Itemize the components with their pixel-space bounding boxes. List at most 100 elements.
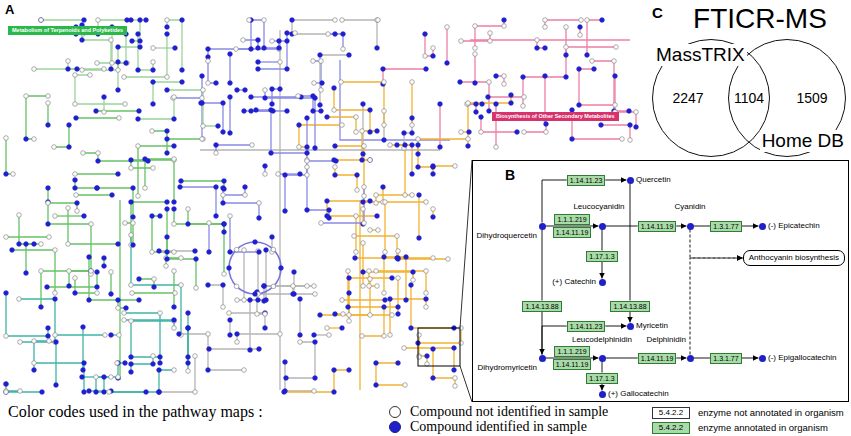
compound-dot (564, 75, 569, 80)
compound-dot (620, 137, 625, 142)
compound-dot (332, 390, 337, 395)
compound-dot (80, 68, 85, 73)
compound-dot (130, 39, 135, 44)
compound-dot (410, 123, 415, 128)
compound-dot (73, 276, 78, 281)
compound-dot (431, 54, 436, 59)
compound-dot (592, 67, 597, 72)
compound-dot (417, 354, 422, 359)
compound-name: (-) Epigallocatechin (768, 353, 836, 362)
compound-dot (291, 284, 296, 289)
compound-dot (180, 80, 185, 85)
metabolic-line (404, 348, 454, 370)
compound-dot (453, 164, 458, 169)
compound-dot (193, 354, 198, 359)
reaction-arrow (606, 226, 638, 227)
compound-dot (173, 291, 178, 296)
compound-dot (396, 256, 401, 261)
compound-dot (227, 266, 232, 271)
compound-dot (263, 311, 268, 316)
compound-dot (66, 59, 71, 64)
compound-dot (254, 108, 259, 113)
compound-dot (318, 53, 323, 58)
compound-dot (473, 24, 478, 29)
compound-dot (283, 360, 288, 365)
compound-dot (214, 185, 219, 190)
compound-dot (193, 249, 198, 254)
metabolic-line (418, 195, 419, 238)
compound-dot (53, 340, 58, 345)
compound-dot (110, 193, 115, 198)
compound-dot (431, 256, 436, 261)
compound-dot (312, 81, 317, 86)
legend-text: Compound identified in sample (410, 419, 587, 434)
metabolic-line (208, 61, 216, 83)
compound-dot (403, 383, 408, 388)
compound-dot (374, 201, 379, 206)
compound-dot (151, 80, 156, 85)
compound-dot (256, 38, 261, 43)
compound-dot (279, 266, 284, 271)
compound-dot (473, 81, 478, 86)
metabolic-line (383, 69, 426, 84)
compound-name: Dihydromyricetin (477, 363, 537, 372)
compound-dot (131, 186, 136, 191)
compound-dot (46, 326, 51, 331)
compound-dot (296, 94, 301, 99)
compound-dot (87, 255, 92, 260)
compound-dot (297, 123, 302, 128)
metabolic-line (341, 82, 384, 125)
compound-dot (388, 333, 393, 338)
compound-dot (313, 292, 318, 297)
compound-dot (264, 298, 269, 303)
metabolic-line (418, 145, 433, 167)
compound-dot (388, 297, 393, 302)
metabolic-line (355, 257, 398, 258)
compound-dot (333, 312, 338, 317)
metabolic-line (34, 341, 49, 370)
compound-dot (334, 159, 339, 164)
compound-dot (257, 347, 262, 352)
compound-dot (165, 250, 170, 255)
compound-dot (424, 67, 429, 72)
compound-dot (186, 222, 191, 227)
metabolic-line (75, 180, 97, 188)
compound-dot (46, 186, 51, 191)
compound-dot (361, 207, 366, 212)
compound-dot (75, 201, 80, 206)
compound-dot (374, 383, 379, 388)
compound-dot (473, 52, 478, 57)
compound-dot (313, 376, 318, 381)
ec-number: 1.17.1.3 (589, 375, 614, 382)
compound-dot (404, 298, 409, 303)
compound-dot (327, 208, 332, 213)
compound-dot (278, 87, 283, 92)
compound-dot (158, 361, 163, 366)
compound-dot (431, 207, 436, 212)
metabolic-line (566, 47, 616, 55)
compound-dot (424, 297, 429, 302)
compound-dot: Delphinidin (687, 355, 694, 362)
metabolic-line (446, 27, 447, 63)
compound-dot (74, 193, 79, 198)
compound-dot (341, 32, 346, 37)
compound-dot (417, 193, 422, 198)
compound-dot (431, 46, 436, 51)
compound-dot (221, 283, 226, 288)
compound-dot (410, 131, 415, 136)
metabolic-line (390, 299, 426, 335)
compound-dot (375, 129, 380, 134)
compound-dot (136, 144, 141, 149)
compound-dot (502, 18, 507, 23)
compound-dot (628, 123, 633, 128)
compound-dot (157, 249, 162, 254)
compound-dot (207, 347, 212, 352)
metabolic-line (173, 76, 202, 98)
compound-dot (228, 95, 233, 100)
metabolic-line (118, 47, 140, 90)
compound-dot (431, 347, 436, 352)
compound-dot (253, 240, 258, 245)
compound-dot (333, 32, 338, 37)
compound-dot (276, 172, 281, 177)
compound-dot (102, 95, 107, 100)
